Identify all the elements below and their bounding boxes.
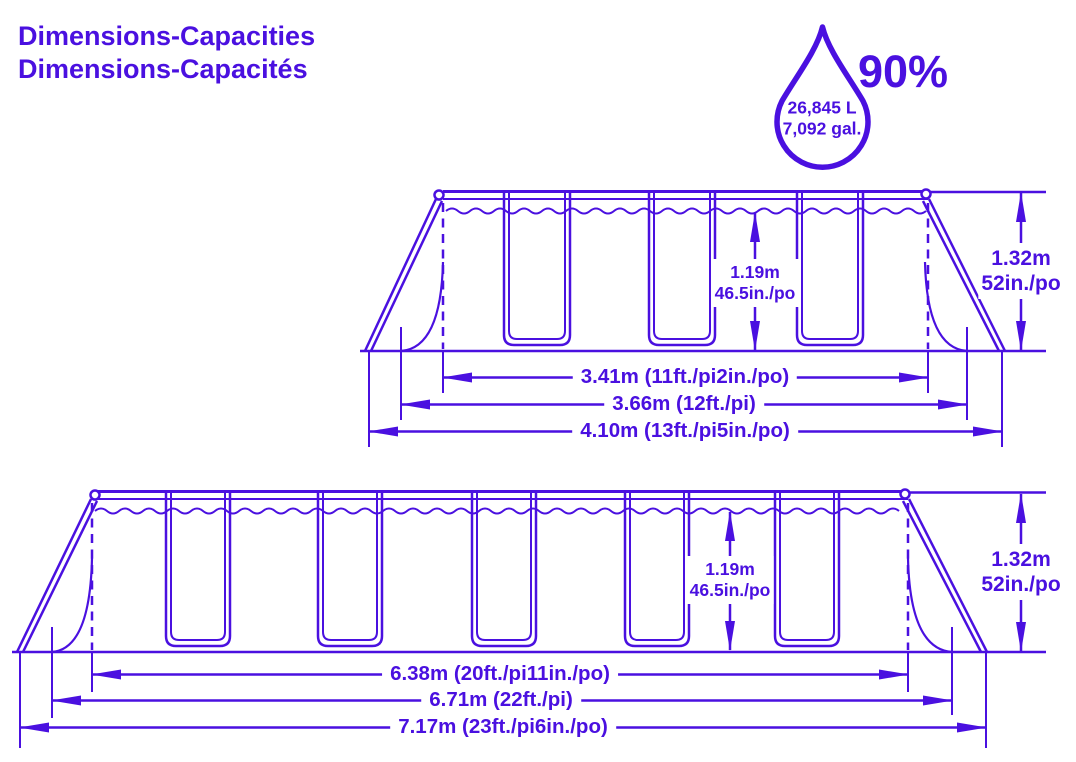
capacity-percent: 90% <box>858 46 949 97</box>
pool-large-top-rail <box>89 488 911 501</box>
pool-large-base-length-label: 7.17m (23ft./pi6in./po) <box>390 715 616 739</box>
pool-small-frame-channels <box>502 192 865 347</box>
pool-large-frame-channels <box>164 492 841 648</box>
pool-small-water-height-in: 46.5in./po <box>714 283 796 303</box>
pool-small-top-length-label: 3.66m (12ft./pi) <box>604 392 764 416</box>
pool-large-water-length-label: 6.38m (20ft./pi11in./po) <box>382 662 618 686</box>
pool-large-wall-height-in: 52in./po <box>981 573 1061 596</box>
pool-large-water-height-label: 1.19m 46.5in./po <box>686 556 774 604</box>
page-title-fr: Dimensions-Capacités <box>18 54 308 84</box>
pool-small-wall-height-in: 52in./po <box>981 272 1061 295</box>
capacity-gallons: 7,092 gal. <box>782 118 862 139</box>
pool-small-water-line <box>445 207 927 215</box>
pool-small-water-height-m: 1.19m <box>730 262 780 282</box>
pool-small-wall-height-label: 1.32m 52in./po <box>978 243 1064 299</box>
pool-large-top-length-label: 6.71m (22ft./pi) <box>421 688 581 712</box>
pool-large-drawing <box>12 488 1046 748</box>
page-title-en: Dimensions-Capacities <box>18 21 316 51</box>
pool-large-wall-height-label: 1.32m 52in./po <box>978 544 1064 600</box>
pool-small-wall-height-m: 1.32m <box>991 247 1051 270</box>
pool-large-water-height-in: 46.5in./po <box>689 580 771 600</box>
capacity-liters: 26,845 L <box>787 97 857 118</box>
pool-small-base-length-label: 4.10m (13ft./pi5in./po) <box>572 419 798 443</box>
pool-small-top-rail <box>433 188 932 201</box>
water-drop-icon <box>774 24 871 170</box>
pool-small-water-length-label: 3.41m (11ft./pi2in./po) <box>572 365 798 389</box>
pool-large-wall-height-m: 1.32m <box>991 548 1051 571</box>
pool-large-water-height-m: 1.19m <box>705 559 755 579</box>
pool-large-water-line <box>94 507 900 515</box>
pool-small-drawing <box>360 188 1046 447</box>
page-title: Dimensions-Capacities Dimensions-Capacit… <box>18 20 315 86</box>
pool-small-legs <box>363 198 1007 352</box>
pool-large-legs <box>15 498 989 653</box>
pool-small-water-height-label: 1.19m 46.5in./po <box>711 259 799 307</box>
